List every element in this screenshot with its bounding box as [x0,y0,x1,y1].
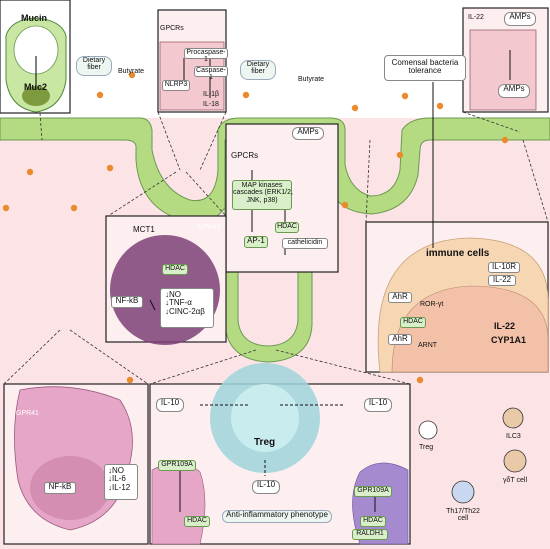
ilc3-label: ILC3 [506,433,521,440]
raldh1-box: RALDH1 [352,529,388,540]
immune-cells-label: immune cells [426,249,489,259]
gpcrs-top-label: GPCRs [160,25,184,32]
mct1-label: MCT1 [133,226,155,234]
il10-right-box: IL-10 [364,398,392,412]
gpr109a-l-box: GPR109A [158,460,196,471]
il10-left-box: IL-10 [156,398,184,412]
gpr41-a-label: GPR41 [198,224,221,231]
amps-mid: AMPs [292,127,324,140]
il22-top-label: IL-22 [468,14,484,21]
hdac-mid-box: HDAC [275,222,299,233]
muc2-label: Muc2 [24,83,47,92]
ap1-box: AP-1 [244,236,268,248]
hdac-br-box: HDAC [360,516,386,527]
nlrp3-box: NLRP3 [162,80,190,91]
gpcrs-mid-label: GPCRs [231,152,258,160]
anti-inflam-box: Anti-inflammatory phenotype [222,510,332,523]
cytokine-box-bl: ↓NO ↓IL-6 ↓IL-12 [104,464,138,500]
amps-top-2: AMPs [498,84,530,98]
cyp-label: CYP1A1 [491,336,526,345]
hdac-bl-box: HDAC [184,516,210,527]
gpr109a-r-box: GPR109A [354,486,392,497]
il1b-label: IL-1β [203,91,219,98]
th17-cell [452,481,474,503]
dietary-fiber-label-1: Dietary fiber [76,56,112,76]
map-kinases-box: MAP kinases cascades (ERK1/2, JNK, p38) [232,180,292,210]
mucin-label: Mucin [21,14,47,23]
il10r-box: IL-10R [488,262,520,273]
il22-r-box: IL-22 [488,275,516,286]
treg-small-cell [419,421,437,439]
gdt-label: γδT cell [503,477,527,484]
cathelicidin-box: cathelicidin [282,238,328,249]
caspase-box: Caspase-1 [194,66,228,77]
nfkb-bl-box: NF-kB [44,482,76,494]
ahr2-box: AhR [388,334,412,345]
commensal-box: Comensal bacteria tolerance [384,55,466,81]
il12-label: ↓IL-12 [108,484,137,492]
ahr1-box: AhR [388,292,412,303]
hdac-left-box: HDAC [162,264,188,275]
cinc-label: ↓CINC-2αβ [165,308,213,316]
ror-label: ROR-γt [420,301,443,308]
dc-cell-left [152,463,205,544]
gpr41-b-label: GPR41 [16,410,39,417]
il22-r2-label: IL-22 [494,322,515,331]
il22-cell [470,30,536,110]
gdt-cell [504,450,526,472]
cytokine-box-left: ↓NO ↓TNF-α ↓CINC-2αβ [160,288,214,328]
il10-mid-box: IL-10 [252,480,280,494]
treg-small-label: Treg [419,444,433,451]
treg-big-label: Treg [254,438,275,448]
amps-top-1: AMPs [504,12,536,26]
butyrate-label-1: Butyrate [118,68,144,75]
procaspase-box: Procaspase-1 [184,48,228,59]
hdac-right-box: HDAC [400,317,426,328]
dietary-fiber-label-2: Dietary fiber [240,60,276,80]
nfkb-left-box: NF-kB [111,296,143,308]
butyrate-label-2: Butyrate [298,76,324,83]
ilc3-cell [503,408,523,428]
arnt-label: ARNT [418,342,437,349]
il18-label: IL-18 [203,101,219,108]
th17-label: Th17/Th22 cell [440,508,486,528]
bacteria-strip [90,2,460,36]
